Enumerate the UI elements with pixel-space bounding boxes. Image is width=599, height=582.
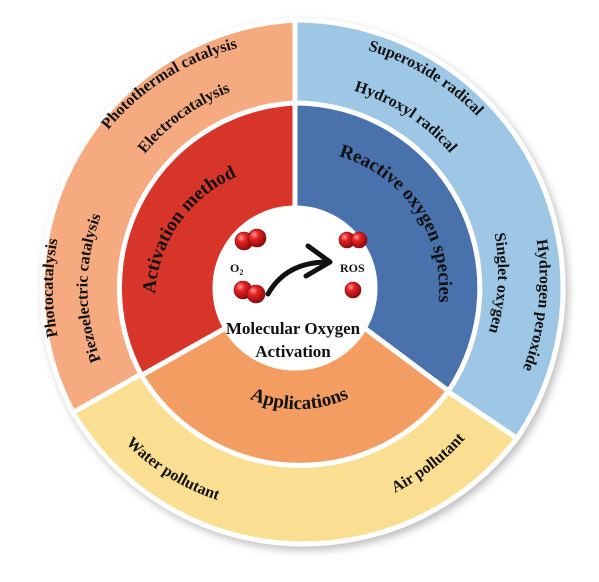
center-content: O2 ROS Molecular Oxygen Activation (226, 228, 368, 361)
conversion-arrow-icon (265, 259, 331, 297)
svg-text:Photocatalysis: Photocatalysis (40, 237, 62, 339)
center-circle (213, 206, 377, 370)
diagram-rings (39, 17, 566, 547)
o2-molecule-bottom (233, 280, 266, 304)
o2-label: O2 (230, 261, 243, 277)
o2-molecule-top (234, 228, 267, 251)
photocatalysis-label: Photocatalysis (40, 237, 62, 339)
oxygen-atom (344, 281, 362, 299)
center-title-line2: Activation (255, 342, 331, 361)
center-title-line1: Molecular Oxygen (226, 319, 361, 338)
ros-molecule (338, 231, 368, 249)
ros-label: ROS (340, 261, 365, 275)
